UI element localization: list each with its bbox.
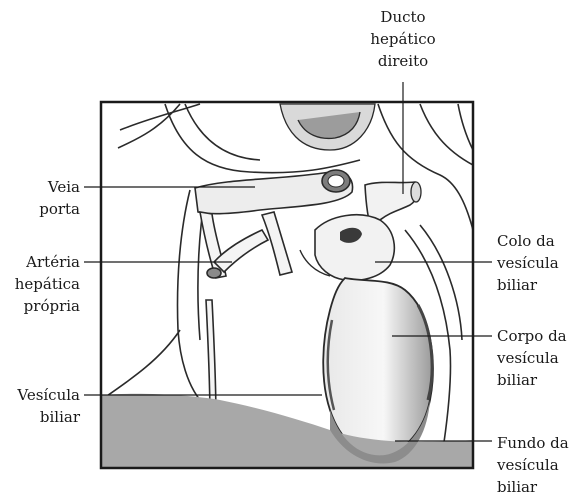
label-arteria-hepatica-propria: Artéria hepática própria: [0, 251, 80, 317]
label-corpo-da-vesicula: Corpo da vesícula biliar: [497, 325, 585, 391]
label-colo-da-vesicula: Colo da vesícula biliar: [497, 230, 585, 296]
label-vesicula-biliar: Vesícula biliar: [0, 384, 80, 428]
label-ducto-hepatico-direito: Ducto hepático direito: [355, 6, 451, 72]
gallbladder-body: [323, 278, 433, 455]
label-fundo-da-vesicula: Fundo da vesícula biliar: [497, 432, 585, 498]
label-veia-porta: Veia porta: [0, 176, 80, 220]
